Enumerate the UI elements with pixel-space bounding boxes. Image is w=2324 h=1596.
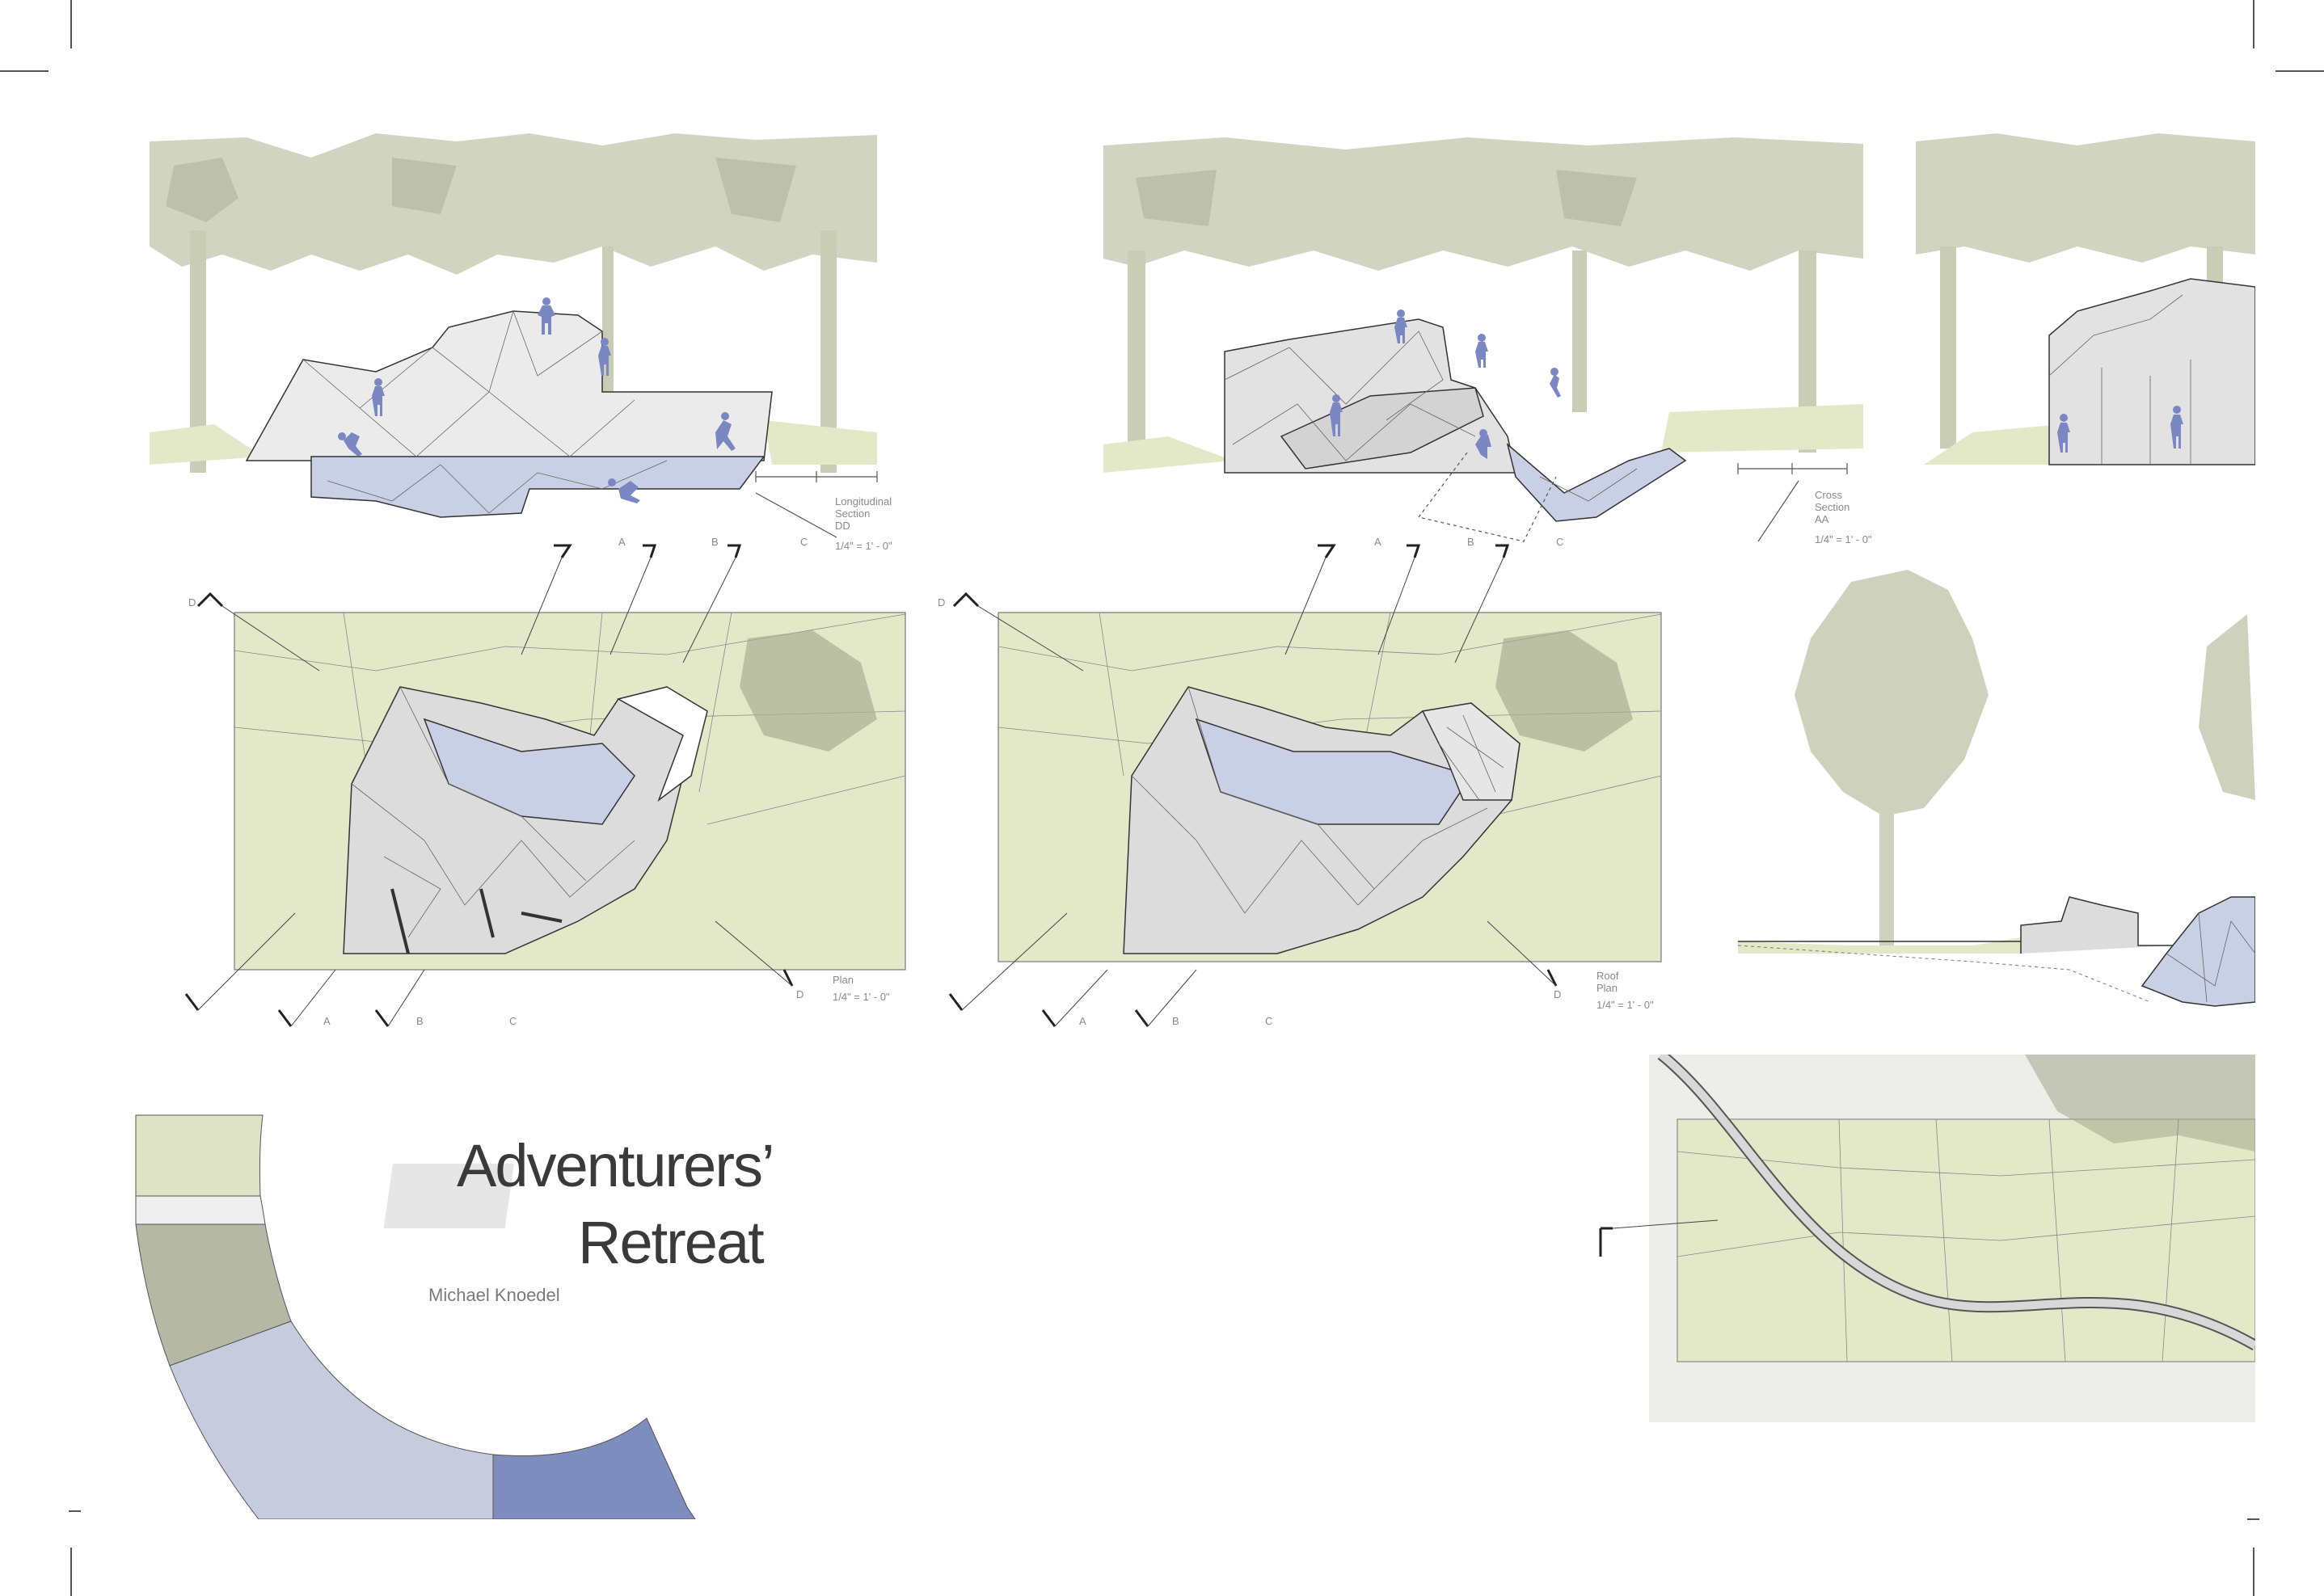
longitudinal-caption: Longitudinal Section DD 1/4" = 1' - 0": [835, 495, 892, 552]
tree: [1795, 570, 2255, 945]
tree-canopy: [150, 133, 877, 275]
longitudinal-section-drawing: [150, 133, 878, 538]
project-title-line1: Adventurers’: [457, 1132, 774, 1199]
plan-drawing: D A B C A B C D: [184, 536, 906, 1027]
svg-text:B: B: [1172, 1015, 1179, 1027]
marker-c-label: C: [800, 536, 808, 548]
plan-caption: Plan 1/4" = 1' - 0": [833, 974, 890, 1003]
section-cut-markers: [184, 544, 794, 1027]
author-name: Michael Knoedel: [428, 1285, 560, 1305]
scale-bar: [755, 471, 878, 538]
elevation-drawing: [1916, 133, 2255, 465]
structure-plan: [343, 686, 708, 954]
cross-section-drawing: [1103, 137, 1863, 542]
marker-d-label: D: [188, 596, 196, 609]
svg-text:A: A: [1374, 536, 1381, 548]
project-title-line2: Retreat: [578, 1209, 765, 1276]
roof-plan-drawing: D A B C A B C D: [938, 536, 1662, 1027]
structure: [245, 310, 773, 518]
color-ring-graphic: [135, 1114, 696, 1519]
marker-a-label: A: [618, 536, 626, 548]
climbing-figures: [338, 297, 736, 503]
marker-b-label: B: [711, 536, 719, 548]
svg-text:D: D: [796, 988, 803, 1000]
svg-text:C: C: [1265, 1015, 1272, 1027]
svg-text:B: B: [416, 1015, 424, 1027]
svg-text:C: C: [1556, 536, 1563, 548]
svg-text:D: D: [938, 596, 945, 609]
svg-text:C: C: [509, 1015, 517, 1027]
svg-text:A: A: [323, 1015, 331, 1027]
roof-plan-caption: Roof Plan 1/4" = 1' - 0": [1596, 970, 1654, 1011]
svg-text:D: D: [1554, 988, 1561, 1000]
svg-text:A: A: [1079, 1015, 1086, 1027]
site-plan-detail: [1599, 1055, 2255, 1422]
structure: [1224, 318, 1687, 522]
cross-section-caption: Cross Section AA 1/4" = 1' - 0": [1815, 489, 1872, 545]
site-section-drawing: [1737, 570, 2255, 1007]
svg-text:B: B: [1467, 536, 1474, 548]
